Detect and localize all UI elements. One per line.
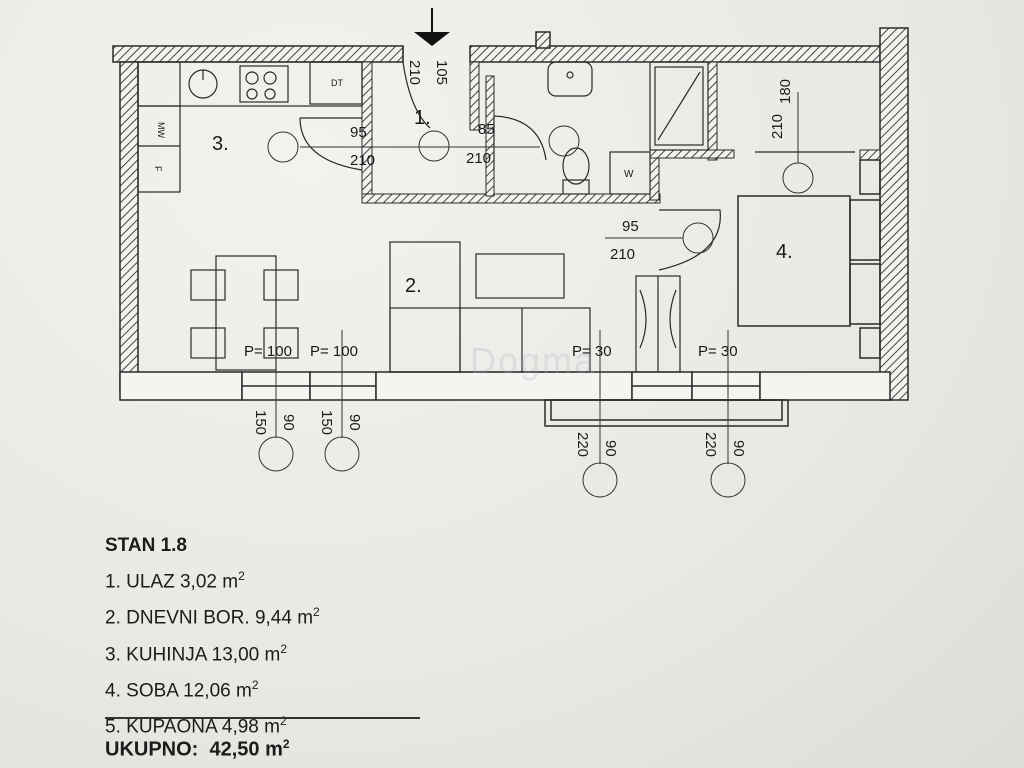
- total-value: 42,50 m: [209, 738, 283, 761]
- washer-icon: [609, 151, 651, 195]
- window-dim-3a: 220: [574, 432, 591, 457]
- entry-arrow-icon: [414, 8, 450, 46]
- interior-walls: [361, 61, 881, 204]
- legend-divider: [105, 717, 420, 719]
- window-markers: [258, 330, 746, 498]
- window-dim-1a: 150: [252, 410, 269, 435]
- door-dim-bedroom-w: 180: [777, 79, 794, 104]
- door-swings: [299, 46, 855, 271]
- window-dim-3b: 90: [602, 440, 619, 457]
- window-label-p3: P= 30: [572, 343, 612, 360]
- bathroom-fixtures: [547, 61, 709, 195]
- legend-item: 4. SOBA 12,06 m2: [105, 677, 259, 702]
- legend-item: 3. KUHINJA 13,00 m2: [105, 641, 287, 665]
- room-label-entry: 1.: [414, 107, 431, 129]
- window-label-p2: P= 100: [310, 343, 358, 360]
- legend-item: 2. DNEVNI BOR. 9,44 m2: [105, 605, 320, 629]
- total-label: UKUPNO:: [105, 738, 199, 761]
- kitchen-counter: [137, 61, 363, 193]
- window-label-p4: P= 30: [698, 343, 738, 360]
- room-label-bedroom: 4.: [776, 241, 793, 263]
- legend-item: 5. KUPAONA 4,98 m2: [105, 714, 287, 738]
- window-dim-4b: 90: [730, 440, 747, 457]
- window-dim-2a: 150: [318, 410, 335, 435]
- room-label-living: 2.: [405, 275, 422, 297]
- door-dim-living-w: 95: [622, 218, 639, 235]
- washbasin-icon: [547, 61, 593, 97]
- watermark: Dogma: [470, 340, 597, 381]
- toilet-icon: [562, 179, 590, 195]
- appliance-mw-label: MW: [156, 122, 166, 138]
- door-dim-bedroom-h: 210: [769, 114, 786, 139]
- floor-plan: DT MW F W 210 105 1. 95 210: [112, 8, 909, 498]
- exterior-walls: [112, 27, 909, 401]
- window-dim-1b: 90: [280, 414, 297, 431]
- appliance-f-label: F: [153, 166, 163, 172]
- sofa: [389, 241, 591, 373]
- door-dim-kitchen-h: 210: [350, 152, 375, 169]
- door-dim-bath-w: 85: [478, 121, 495, 138]
- window-dim-2b: 90: [346, 414, 363, 431]
- tv-unit: [475, 253, 565, 299]
- shower-icon: [649, 61, 709, 151]
- cooktop-icon: [239, 65, 289, 103]
- total-area: UKUPNO: 42,50 m2: [105, 737, 290, 761]
- bed: [737, 159, 881, 359]
- wardrobe: [635, 275, 681, 373]
- area-legend: STAN 1.8 1. ULAZ 3,02 m2 2. DNEVNI BOR. …: [105, 530, 320, 743]
- legend-title: STAN 1.8: [105, 535, 188, 556]
- door-dim-bath-h: 210: [466, 150, 491, 167]
- door-dim-kitchen-w: 95: [350, 124, 367, 141]
- appliance-w-label: W: [624, 169, 634, 180]
- appliance-dt-label: DT: [331, 78, 343, 88]
- door-dim-living-h: 210: [610, 246, 635, 263]
- balcony: [544, 399, 789, 427]
- room-label-kitchen: 3.: [212, 133, 229, 155]
- door-markers: [267, 92, 814, 254]
- window-dim-4a: 220: [702, 432, 719, 457]
- dining-table: [190, 255, 299, 371]
- legend-item: 1. ULAZ 3,02 m2: [105, 569, 245, 593]
- window-label-p1: P= 100: [244, 343, 292, 360]
- door-dim-entry-h: 210: [406, 60, 423, 85]
- door-dim-entry-w: 105: [433, 60, 450, 85]
